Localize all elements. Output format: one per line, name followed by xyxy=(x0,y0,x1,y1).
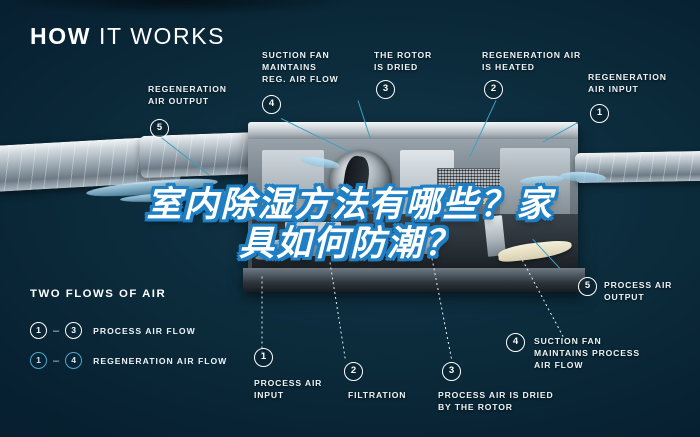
filter-mesh-icon xyxy=(437,168,509,196)
legend-title: TWO FLOWS OF AIR xyxy=(30,288,167,300)
callout-process-air-is-dried: PROCESS AIR IS DRIED BY THE ROTOR xyxy=(438,390,554,412)
component-box-2 xyxy=(405,228,435,254)
marker-4-regeneration-fan[interactable]: 4 xyxy=(262,95,281,114)
callout-suction-fan-reg-air-flow: SUCTION FAN MAINTAINS REG. AIR FLOW xyxy=(262,50,339,84)
callout-process-air-input: PROCESS AIR INPUT xyxy=(254,378,323,400)
legend-marker-from: 1 xyxy=(30,322,47,339)
legend-marker-from: 1 xyxy=(30,352,47,369)
leader-line-1-process-input xyxy=(261,276,263,355)
marker-5-process-output[interactable]: 5 xyxy=(578,277,597,296)
marker-1-process-input[interactable]: 1 xyxy=(254,348,273,367)
page-title-bold: HOW xyxy=(30,23,92,49)
page-title-light: IT WORKS xyxy=(99,23,226,49)
legend-marker-to: 4 xyxy=(65,352,83,369)
overlay-headline-line2: 具如何防潮？ xyxy=(238,224,461,265)
legend-label-process-air-flow: PROCESS AIR FLOW xyxy=(93,325,196,336)
marker-1-regeneration-input[interactable]: 1 xyxy=(590,104,609,123)
cabinet-top xyxy=(248,122,578,140)
page-title: HOW IT WORKS xyxy=(30,23,225,50)
callout-the-rotor-is-dried: THE ROTOR IS DRIED xyxy=(374,50,433,72)
legend-label-regeneration-air-flow: REGENERATION AIR FLOW xyxy=(93,355,228,366)
legend-row-process-air-flow: 1 – 3 PROCESS AIR FLOW xyxy=(30,322,196,339)
marker-2-air-heated[interactable]: 2 xyxy=(484,80,503,99)
legend-dash: – xyxy=(53,354,60,367)
legend-marker-to: 3 xyxy=(65,322,83,339)
marker-5-regeneration-output[interactable]: 5 xyxy=(150,119,169,138)
overlay-headline: 室内除湿方法有哪些？家 具如何防潮？ xyxy=(0,185,700,265)
callout-regeneration-air-input: REGENERATION AIR INPUT xyxy=(588,72,667,94)
duct-left-upper-icon xyxy=(139,131,261,179)
marker-3-rotor-dried[interactable]: 3 xyxy=(376,80,395,99)
marker-2-filtration[interactable]: 2 xyxy=(344,362,363,381)
callout-process-air-output: PROCESS AIR OUTPUT xyxy=(604,280,673,302)
legend-dash: – xyxy=(53,324,60,337)
callout-suction-fan-process-air-flow: SUCTION FAN MAINTAINS PROCESS AIR FLOW xyxy=(534,336,640,370)
callout-filtration: FILTRATION xyxy=(348,390,407,400)
legend-row-regeneration-air-flow: 1 – 4 REGENERATION AIR FLOW xyxy=(30,352,227,369)
marker-4-process-fan[interactable]: 4 xyxy=(506,333,525,352)
callout-regeneration-air-output: REGENERATION AIR OUTPUT xyxy=(148,84,227,106)
heater-element-icon xyxy=(437,198,527,204)
floor-shadow xyxy=(0,0,356,16)
marker-3-process-dried[interactable]: 3 xyxy=(442,362,461,381)
callout-regeneration-air-is-heated: REGENERATION AIR IS HEATED xyxy=(482,50,582,72)
overlay-headline-line1: 室内除湿方法有哪些？家 xyxy=(146,185,554,225)
